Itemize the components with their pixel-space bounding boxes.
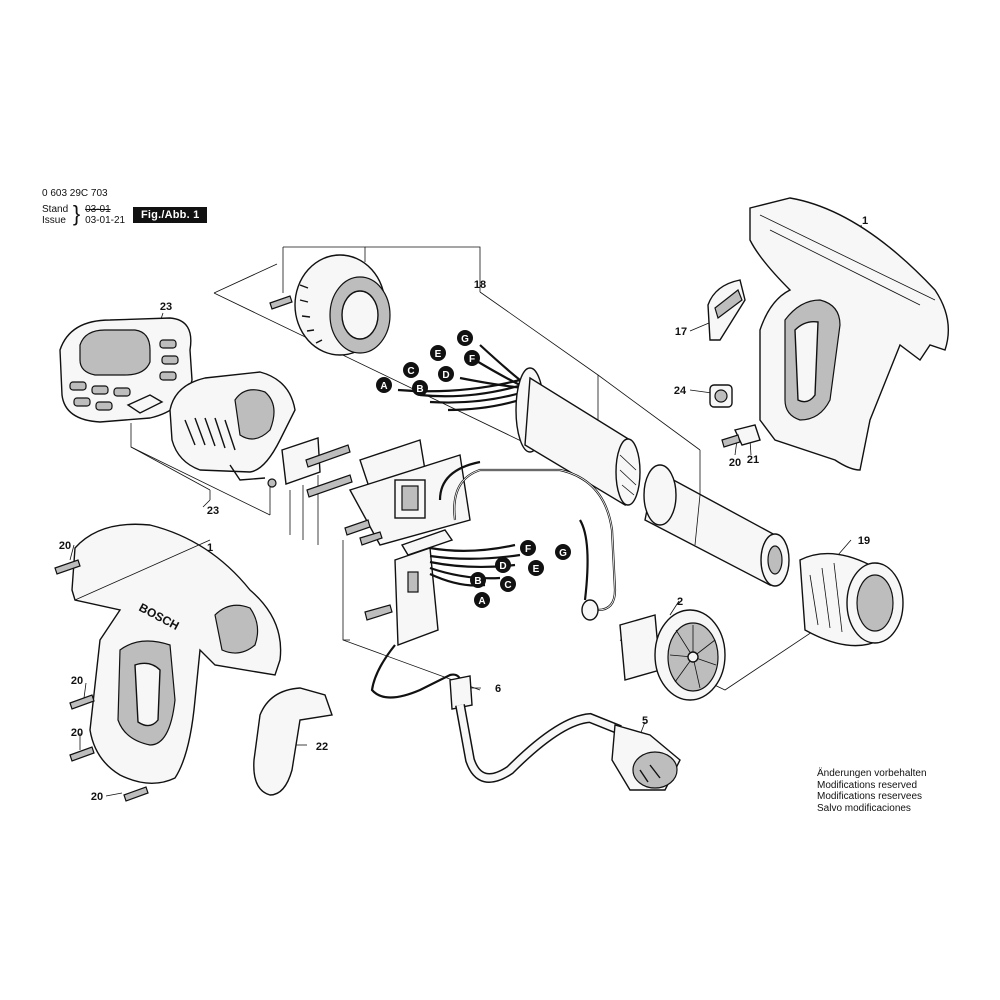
part-1-housing-front: BOSCH (71, 523, 282, 784)
wire-label-circle (500, 576, 516, 592)
callout-20-left-1: 20 (59, 540, 71, 552)
callout-18: 18 (474, 279, 486, 291)
part-5-plug (611, 724, 681, 791)
wire-label-circle (412, 380, 428, 396)
old-date: 03-01 (85, 204, 111, 215)
part-callouts: 1 18 23 17 24 20 21 23 19 20 1 2 20 6 5 … (59, 215, 870, 803)
wire-label-circle (470, 572, 486, 588)
circuit-board (344, 439, 471, 646)
wire-label: D (499, 561, 506, 572)
brace-glyph: } (72, 201, 81, 226)
issue-label: Issue (42, 215, 66, 226)
callout-20-top: 20 (729, 457, 741, 469)
vent-slots (69, 339, 179, 411)
outer-tube (643, 464, 790, 587)
wire-label: F (469, 354, 475, 365)
callout-6: 6 (495, 683, 501, 695)
figure-label: Fig./Abb. 1 (133, 207, 208, 223)
wire-label-circle (457, 330, 473, 346)
wire-label: B (474, 576, 481, 587)
wire-label: D (442, 370, 449, 381)
wire-label: E (435, 349, 442, 360)
callout-20-left-4: 20 (91, 791, 103, 803)
wire-label-circle (555, 544, 571, 560)
callout-23-bottom: 23 (207, 505, 219, 517)
wire-label-circle (376, 377, 392, 393)
wire-label: G (559, 548, 567, 559)
callout-19: 19 (858, 535, 870, 547)
wire-label-circle (464, 350, 480, 366)
disclaimer-line-fr: Modifications reservees (817, 791, 923, 802)
part-6-power-cable (370, 644, 622, 783)
tube-coil (619, 454, 637, 496)
ring-teeth (299, 284, 323, 344)
stand-label: Stand (42, 204, 69, 215)
callout-17: 17 (675, 326, 687, 338)
wire-label: C (504, 580, 511, 591)
wire-label: C (407, 366, 414, 377)
callout-2: 2 (677, 596, 683, 608)
wire-label-circle (438, 366, 454, 382)
callout-20-left-2: 20 (71, 675, 83, 687)
callout-23-top: 23 (160, 301, 172, 313)
revision-block: Stand Issue } 03-01 03-01-21 (42, 201, 125, 227)
part-18-heating-element (397, 344, 641, 507)
wire-label-circle (403, 362, 419, 378)
callout-1-bottom: 1 (207, 542, 213, 554)
wire-labels-upper: A B C D E F G (376, 330, 480, 396)
wire-label-circle (474, 592, 490, 608)
part-2-fan-motor (619, 609, 726, 701)
revision-labels: Stand Issue (42, 204, 68, 226)
part-19-nozzle (799, 552, 904, 647)
disclaimer-line-en: Modifications reserved (817, 779, 918, 791)
heater-ring (269, 254, 391, 356)
part-number: 0 603 29C 703 (42, 188, 108, 200)
part-code: 0 603 29C 703 (42, 188, 108, 199)
wire-label: A (380, 381, 387, 392)
callout-22: 22 (316, 741, 328, 753)
wire-label-circle (430, 345, 446, 361)
part-23-heater-housing (169, 371, 296, 481)
callout-1-top: 1 (862, 215, 868, 227)
new-date: 03-01-21 (85, 215, 126, 226)
part-24-knob (709, 384, 733, 408)
part-17-trigger (707, 279, 746, 341)
wire-label: G (461, 334, 469, 345)
screw-parts-20 (54, 559, 149, 802)
board-wires (429, 460, 617, 621)
insulation-pads (267, 437, 353, 498)
wire-label: A (478, 596, 485, 607)
callout-5: 5 (642, 715, 648, 727)
callout-21: 21 (747, 454, 759, 466)
nozzle-grip-ribs (809, 562, 843, 633)
disclaimer-line-de: Änderungen vorbehalten (817, 768, 927, 779)
part-23-nozzle-cover (59, 317, 193, 423)
wire-label: E (533, 564, 540, 575)
disclaimer-block: Änderungen vorbehalten Modifications res… (817, 768, 927, 814)
callout-20-left-3: 20 (71, 727, 83, 739)
part-21-clamp (721, 424, 761, 448)
callout-24: 24 (674, 385, 687, 397)
disclaimer-line-es: Salvo modificaciones (817, 802, 911, 814)
clip-part (126, 394, 164, 414)
wire-label-circle (495, 557, 511, 573)
wire-label-circle (528, 560, 544, 576)
part-1-housing-rear (749, 197, 950, 471)
housing-ribs (184, 417, 236, 451)
wire-label: F (525, 544, 531, 555)
wire-label: B (416, 384, 423, 395)
part-22-grip-cover (253, 687, 333, 796)
wire-labels-lower: A B C D E F G (470, 540, 571, 608)
revision-dates: 03-01 03-01-21 (85, 204, 125, 226)
wire-label-circle (520, 540, 536, 556)
